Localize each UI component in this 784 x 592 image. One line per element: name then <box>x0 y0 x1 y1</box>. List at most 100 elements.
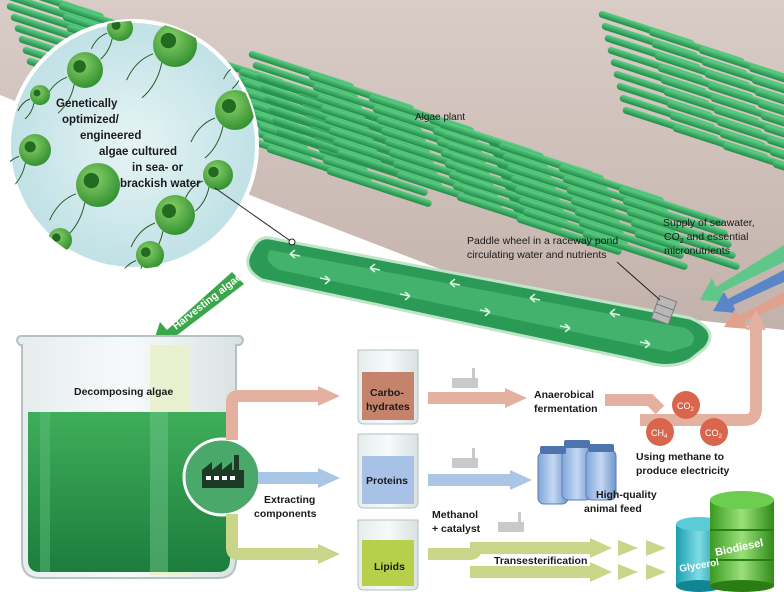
algae-flagellum <box>190 117 224 159</box>
pond-channel <box>630 219 736 259</box>
supply-line-3: micronutrients <box>664 245 730 257</box>
extracting-label: Extracting components <box>254 494 317 520</box>
liquid-highlight <box>150 412 168 572</box>
algae-cell <box>76 163 120 207</box>
methanol-line-1: Methanol <box>432 509 478 521</box>
extraction-factory <box>182 437 262 517</box>
anaerobic-line-1: Anaerobical <box>534 389 594 401</box>
pond-channel <box>751 76 784 113</box>
co2-arrow <box>713 270 784 313</box>
algae-flagellum <box>118 260 143 269</box>
algae-magnified-circle <box>7 19 296 271</box>
algae-plant-label: Algae plant <box>415 112 465 123</box>
pond-divider <box>267 250 694 352</box>
circle-caption-line-1: Genetically <box>56 98 118 110</box>
algae-cell-nucleus <box>52 233 61 242</box>
algae-cell <box>153 23 197 67</box>
pond-channel <box>582 230 688 270</box>
proteins-beaker <box>357 433 419 509</box>
methane-line-1: Using methane to <box>636 451 724 463</box>
pond-channel <box>716 118 784 155</box>
raceway-pond <box>246 236 712 367</box>
factory-windows <box>206 476 235 480</box>
algae-flagellum <box>90 32 113 60</box>
carbohydrates-beaker <box>357 349 419 425</box>
algae-cell-nucleus <box>160 32 177 49</box>
co2-right-text: CO2 <box>705 428 723 440</box>
animal-feed-jars <box>537 440 617 505</box>
decomposing-beaker <box>16 335 244 579</box>
pond-channel <box>754 88 784 125</box>
pond-channel <box>322 156 428 196</box>
pond-channel <box>722 142 784 179</box>
pond-channel <box>326 167 432 207</box>
algae-cell <box>136 241 164 269</box>
methanol-line-2: + catalyst <box>432 523 481 535</box>
algae-flagellum <box>33 244 54 269</box>
algae-cell <box>67 52 103 88</box>
algae-cell-nucleus <box>33 89 41 97</box>
carb-flow <box>226 390 318 440</box>
algae-cell-nucleus <box>140 247 151 258</box>
lipid-flow <box>226 514 318 560</box>
pond-channel <box>634 230 740 270</box>
anaerobic-label: Anaerobical fermentation <box>534 389 598 415</box>
carb-fill <box>362 372 414 420</box>
supply-line-1: Supply of seawater, <box>663 217 755 229</box>
circle-leader-line <box>214 187 293 243</box>
carbohydrates-line-1: Carbo- <box>370 387 404 399</box>
supply-co-sub: 2 <box>680 238 684 245</box>
paddle-wheel-icon <box>650 295 678 325</box>
protein-fill <box>362 456 414 504</box>
beaker-liquid <box>28 412 230 572</box>
pond-channel <box>618 186 724 226</box>
algae-cell <box>203 160 233 190</box>
carbohydrates-label: Carbo- hydrates <box>366 387 410 413</box>
paddle-wheel-line-2: circulating water and nutrients <box>467 249 607 261</box>
supply-line-2-rest: and essential <box>684 231 749 243</box>
methanol-label: Methanol + catalyst <box>432 509 481 535</box>
lipids-label: Lipids <box>374 561 405 573</box>
lipid-fill <box>362 540 414 586</box>
factory-protein-icon <box>452 448 478 468</box>
algae-flagellum <box>184 180 210 212</box>
supply-co: CO <box>664 231 680 243</box>
biodiesel-barrel <box>710 491 774 592</box>
algae-cell <box>30 85 50 105</box>
animal-feed-line-1: High-quality <box>596 489 657 501</box>
small-factory-icons <box>452 368 524 532</box>
circle-caption-line-4: algae cultured <box>99 146 177 158</box>
pond-channel <box>748 64 784 101</box>
supply-line-2: CO2 and essential <box>664 231 748 245</box>
animal-feed-label: High-quality animal feed <box>584 489 657 515</box>
supply-arrows <box>700 245 784 329</box>
supply-label: Supply of seawater, CO2 and essential mi… <box>663 217 755 257</box>
transesterification-label: Transesterification <box>494 555 587 567</box>
pond-channel <box>757 100 784 137</box>
harvesting-label: Harvesting algae <box>170 271 244 332</box>
ch4-text: CH4 <box>651 428 668 440</box>
algae-cell-nucleus <box>24 141 36 153</box>
circle-caption-line-5: in sea- or <box>132 162 184 174</box>
algae-cell <box>215 90 255 130</box>
proteins-label: Proteins <box>366 475 408 487</box>
paddle-wheel-label: Paddle wheel in a raceway pond circulati… <box>467 235 618 261</box>
circle-caption: Genetically optimized/ engineered algae … <box>56 98 201 190</box>
algae-cell <box>155 195 195 235</box>
harvesting-arrow <box>150 272 244 352</box>
anaerobic-line-2: fermentation <box>534 403 598 415</box>
factory-lipid-icon <box>498 512 524 532</box>
paddle-wheel-line-1: Paddle wheel in a raceway pond <box>467 235 618 247</box>
ch4-circle <box>646 418 674 446</box>
algae-cell-nucleus <box>222 99 236 113</box>
component-flow-arrows <box>226 386 340 564</box>
methane-electricity-label: Using methane to produce electricity <box>636 451 730 477</box>
pond-flow-arrows <box>289 249 651 349</box>
algae-cells <box>9 21 257 269</box>
nutrient-arrow <box>724 292 784 329</box>
animal-feed-line-2: animal feed <box>584 503 642 515</box>
algae-cell-nucleus <box>208 166 219 178</box>
pond-channel <box>516 215 622 255</box>
